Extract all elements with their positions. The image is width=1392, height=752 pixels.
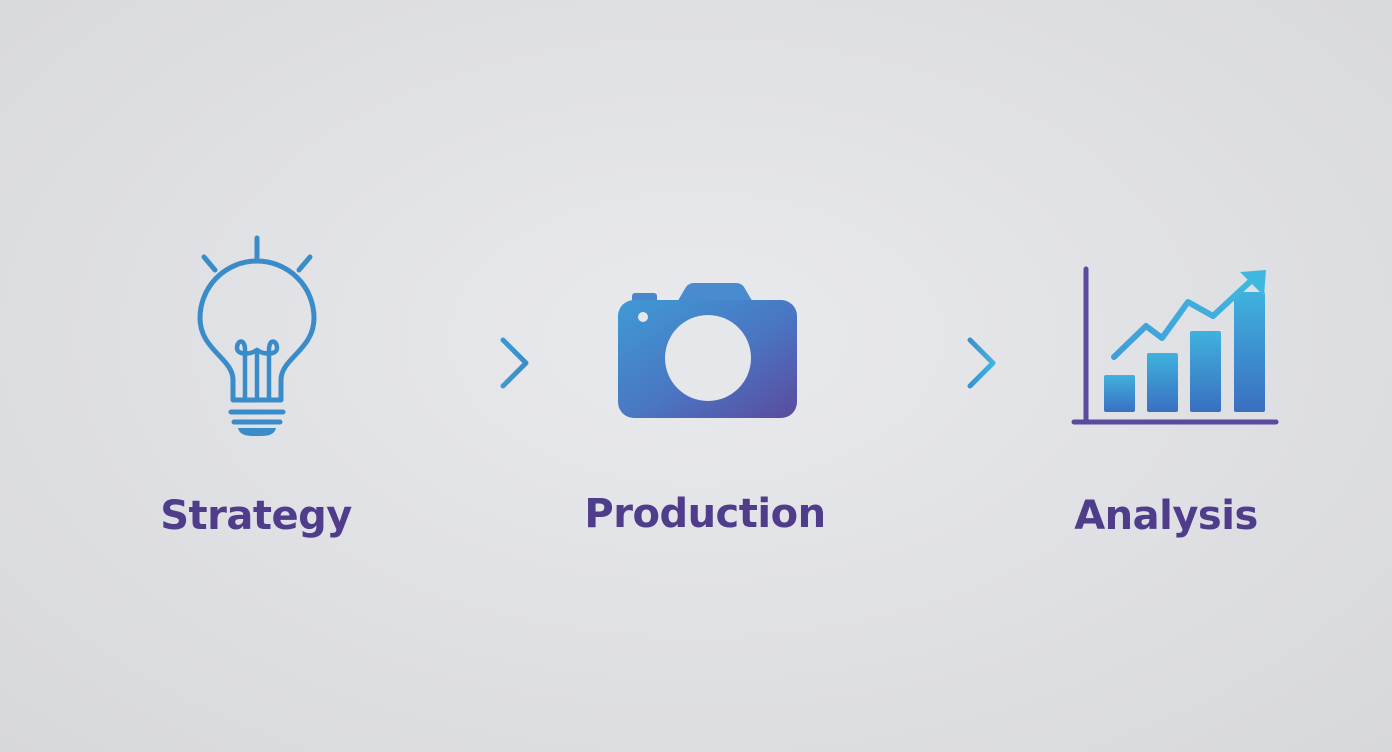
arrow-right-icon	[873, 337, 996, 389]
step-label-analysis: Analysis	[1074, 493, 1258, 539]
camera-icon	[618, 283, 797, 418]
step-label-strategy: Strategy	[160, 493, 352, 539]
bar-chart-growth-icon	[1071, 266, 1279, 425]
arrow-right-icon	[408, 337, 529, 389]
step-label-production: Production	[584, 491, 826, 537]
lightbulb-icon	[197, 235, 317, 436]
